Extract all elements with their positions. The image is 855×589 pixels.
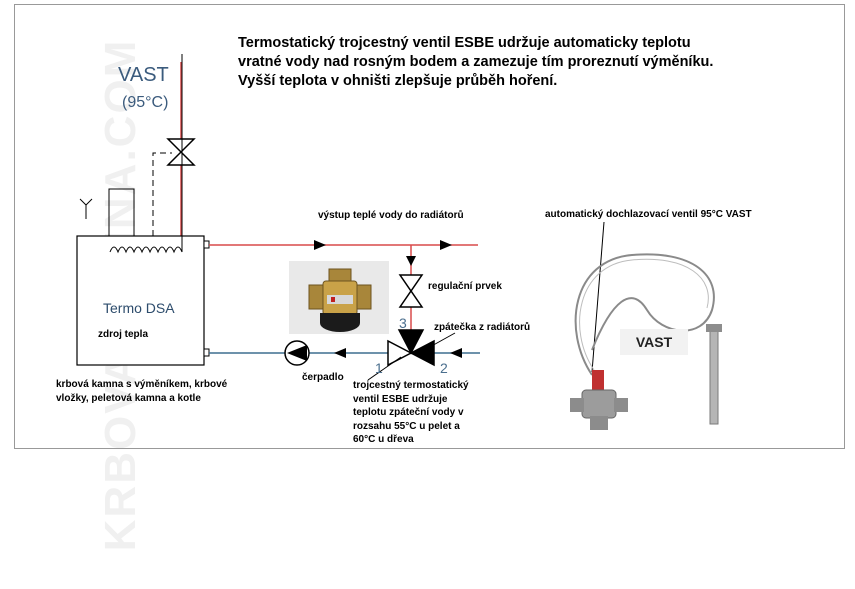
y-fork-symbol — [79, 198, 93, 219]
auto-valve-label: automatický dochlazovací ventil 95°C VAS… — [545, 209, 752, 220]
inlet-stub — [203, 348, 210, 357]
boiler-description-line: vložky, peletová kamna a kotle — [56, 392, 201, 404]
heat-exchanger-coil — [109, 54, 183, 254]
headline: Termostatický trojcestný ventil ESBE udr… — [238, 34, 713, 91]
flue-line — [108, 188, 135, 236]
supply-arrow-1 — [314, 240, 326, 250]
safety-valve-symbol — [166, 138, 196, 166]
mixing-valve-leader — [367, 356, 402, 381]
headline-line: Termostatický trojcestný ventil ESBE udr… — [238, 35, 691, 51]
pump-symbol — [284, 340, 310, 366]
boiler-description-line: krbová kamna s výměníkem, krbové — [56, 379, 228, 390]
mixing-valve-label: trojcestný termostatický ventil ESBE udr… — [353, 379, 469, 447]
headline-line: vratné vody nad rosným bodem a zamezuje … — [238, 54, 714, 70]
mixing-valve-line: trojcestný termostatický — [353, 380, 469, 391]
mixing-valve-line: teplotu zpáteční vody v — [353, 407, 464, 418]
regulation-valve-symbol — [398, 274, 424, 308]
boiler-description: krbová kamna s výměníkem, krbové vložky,… — [56, 378, 227, 405]
bypass-arrow — [406, 256, 416, 266]
boiler-name: Termo DSA — [103, 300, 175, 316]
port-2-label: 2 — [440, 360, 448, 376]
mixing-valve-line: ventil ESBE udržuje — [353, 393, 448, 405]
mixing-valve-line: rozsahu 55°C u pelet a — [353, 420, 460, 432]
boiler-role: zdroj tepla — [98, 329, 149, 340]
return-label: zpátečka z radiátorů — [434, 322, 531, 333]
return-arrow-2 — [450, 348, 462, 358]
boiler-box — [76, 235, 205, 366]
vast-title: VAST — [118, 64, 169, 86]
port-3-label: 3 — [399, 315, 407, 331]
pump-label: čerpadlo — [302, 372, 344, 383]
mixing-valve-symbol — [387, 329, 435, 367]
supply-label: výstup teplé vody do radiátorů — [318, 210, 464, 221]
vast-temperature: (95°C) — [122, 94, 169, 111]
headline-line: Vyšší teplota v ohništi zlepšuje průběh … — [238, 73, 558, 89]
port-1-label: 1 — [375, 360, 383, 376]
sensor-dashed-line — [152, 152, 172, 236]
outlet-stub — [203, 240, 210, 249]
vast-photo-label: VAST — [620, 329, 688, 355]
diagram-frame — [14, 4, 845, 449]
mixing-valve-line: 60°C u dřeva — [353, 434, 414, 445]
return-arrow-1 — [334, 348, 346, 358]
return-label-leader — [427, 332, 456, 349]
vast-valve-photo — [552, 240, 752, 440]
supply-arrow-2 — [440, 240, 452, 250]
regulation-label: regulační prvek — [428, 281, 502, 292]
esbe-valve-photo — [289, 261, 389, 334]
